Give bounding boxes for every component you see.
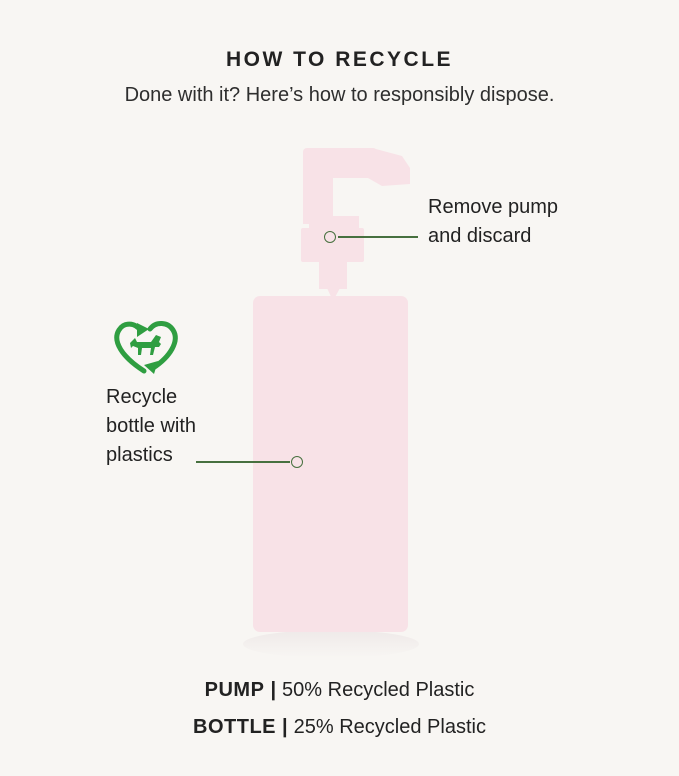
pump-neck [319,262,347,289]
materials-footer: PUMP|50% Recycled Plastic BOTTLE|25% Rec… [0,672,679,746]
bottle-callout-line [196,461,290,463]
page-subtitle: Done with it? Here’s how to responsibly … [124,84,555,106]
pump-material-label: PUMP [204,679,265,701]
bottle-reflection [243,630,419,658]
bottle-callout-text: Recycle bottle with plastics [106,386,197,466]
recycle-heart-dog-icon [114,321,178,374]
bottle-material-separator: | [282,716,288,738]
pump-callout-text: Remove pump and discard [428,196,559,247]
bottle-body [253,296,408,632]
pump-material-separator: | [270,679,277,701]
pump-callout-marker [324,231,336,243]
pump-material-value: 50% Recycled Plastic [282,679,475,701]
page-title: HOW TO RECYCLE [225,48,454,71]
pump-collar-step [309,216,359,230]
pump-drip [327,288,340,301]
pump-callout-line [338,236,418,238]
bottle-material-row: BOTTLE|25% Recycled Plastic [0,709,679,746]
pump-nozzle [368,148,410,186]
bottle-material-label: BOTTLE [193,716,277,738]
pump-stem [303,174,333,224]
pump-material-row: PUMP|50% Recycled Plastic [0,672,679,709]
bottle-material-value: 25% Recycled Plastic [293,716,486,738]
pump-spout [303,148,377,178]
bottle-callout-marker [291,456,303,468]
